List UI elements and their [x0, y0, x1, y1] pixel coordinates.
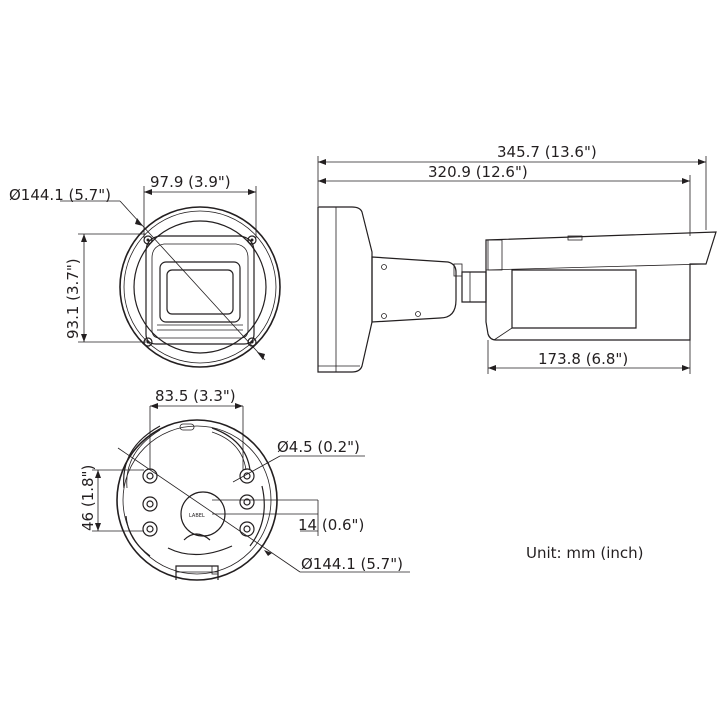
total-length-label: 345.7 (13.6")	[497, 143, 597, 161]
side-view: 345.7 (13.6") 320.9 (12.6") 173.8 (6.8")	[317, 143, 717, 374]
front-housing-ring	[133, 220, 267, 354]
front-outer-ring	[119, 206, 281, 368]
base-logo: LABEL	[189, 513, 205, 519]
front-glass	[159, 261, 241, 323]
front-sunshield	[145, 235, 255, 345]
base-slot-right	[211, 427, 251, 471]
camera-window	[511, 269, 637, 329]
front-height-label: 93.1 (3.7")	[64, 258, 82, 339]
wall-mount-base	[317, 206, 373, 373]
unit-label: Unit: mm (inch)	[526, 544, 643, 562]
base-slot-left	[123, 425, 161, 489]
front-inner-ring	[123, 210, 277, 364]
housing-length-label: 173.8 (6.8")	[538, 350, 628, 368]
bracket-joint	[461, 271, 487, 303]
base-view: LABEL 83.5 (3.3") 46 (1.8") Ø4.5 (0.2") …	[79, 387, 410, 581]
front-view: Ø144.1 (5.7") 97.9 (3.9") 93.1 (3.7")	[9, 173, 281, 368]
hole-diameter-label: Ø4.5 (0.2")	[277, 438, 360, 456]
body-length-label: 320.9 (12.6")	[428, 163, 528, 181]
camera-housing	[485, 231, 717, 341]
front-lens-window	[166, 269, 234, 315]
front-diameter-label: Ø144.1 (5.7")	[9, 186, 111, 204]
front-width-label: 97.9 (3.9")	[150, 173, 231, 191]
base-diameter-label: Ø144.1 (5.7")	[301, 555, 403, 573]
front-housing-inner	[151, 243, 249, 339]
slot-width-label: 14 (0.6")	[298, 516, 364, 534]
front-screws	[143, 235, 257, 347]
base-vspacing-label: 46 (1.8")	[79, 465, 97, 531]
base-hspacing-label: 83.5 (3.3")	[155, 387, 236, 405]
bracket-arm	[371, 256, 457, 323]
